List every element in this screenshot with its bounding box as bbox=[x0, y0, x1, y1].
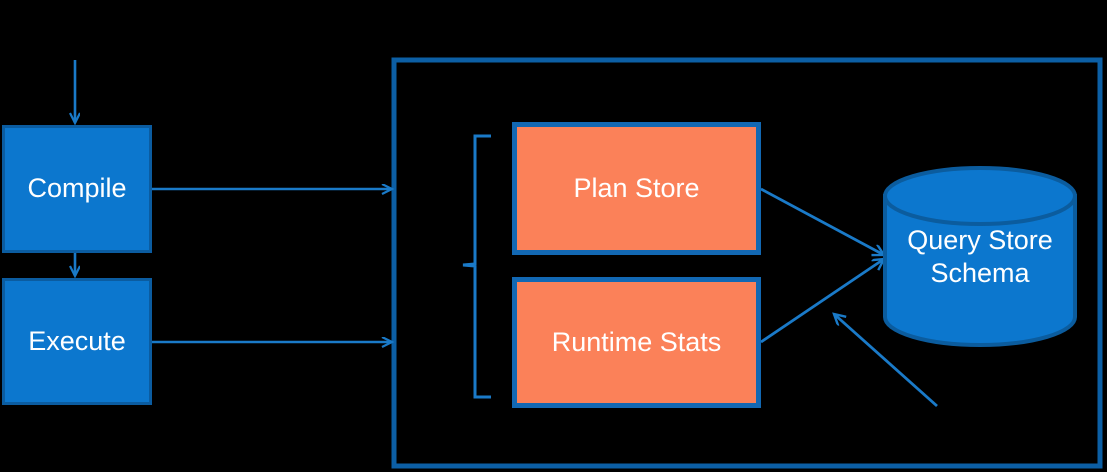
connector-plan-store-to-schema bbox=[760, 187, 884, 255]
runtime-stats-box[interactable]: Runtime Stats bbox=[512, 277, 761, 408]
execute-label: Execute bbox=[28, 325, 126, 356]
store-group-bracket bbox=[462, 134, 491, 399]
plan-store-box[interactable]: Plan Store bbox=[512, 122, 761, 255]
plan-store-label: Plan Store bbox=[573, 172, 700, 203]
query-store-schema-label: Query Store Schema bbox=[907, 224, 1053, 288]
connector-external-to-schema bbox=[834, 314, 938, 408]
compile-label: Compile bbox=[27, 173, 127, 204]
connector-runtime-stats-to-schema bbox=[760, 259, 884, 344]
runtime-stats-label: Runtime Stats bbox=[551, 326, 722, 357]
compile-box[interactable]: Compile bbox=[2, 125, 152, 253]
execute-box[interactable]: Execute bbox=[2, 278, 152, 405]
query-store-schema-cylinder bbox=[883, 166, 1077, 347]
query-store-schema-label-wrap[interactable]: Query Store Schema bbox=[885, 196, 1075, 317]
query-store-container bbox=[391, 57, 1103, 469]
